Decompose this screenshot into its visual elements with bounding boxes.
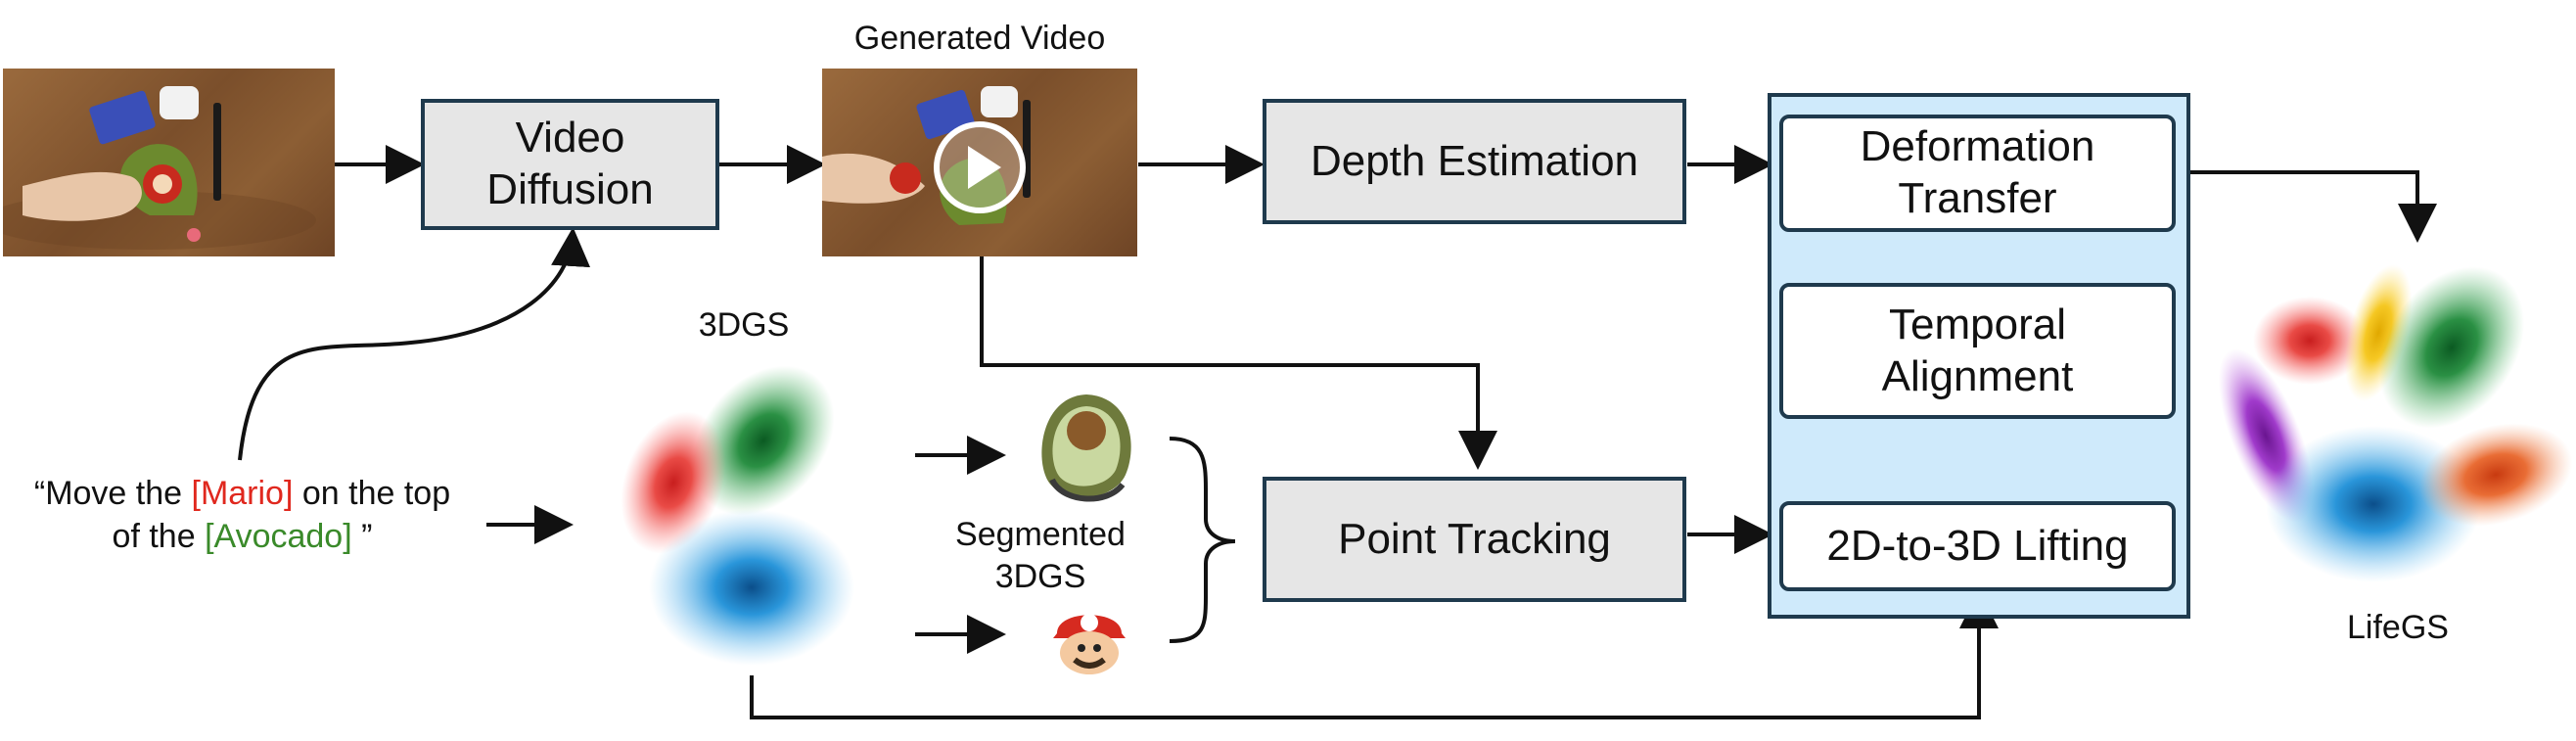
arrow-video-to-tracking [980, 256, 1497, 470]
temporal-label-line1: Temporal [1889, 300, 2066, 348]
video-diffusion-label-line1: Video [515, 114, 625, 162]
prompt-avocado: [Avocado] [205, 518, 352, 556]
prompt-middle: on the top [293, 475, 451, 512]
deformation-transfer-box: Deformation Transfer [1779, 115, 2176, 232]
prompt-line1: “Move the [Mario] on the top [0, 472, 484, 515]
depth-estimation-box: Depth Estimation [1263, 99, 1686, 224]
lifting-label: 2D-to-3D Lifting [1826, 521, 2129, 570]
temporal-label-line2: Alignment [1881, 351, 2074, 400]
deformation-label-line2: Transfer [1898, 174, 2057, 222]
prompt-close: ” [351, 518, 373, 556]
mario-icon [1053, 614, 1126, 674]
video-diffusion-box: Video Diffusion [421, 99, 719, 230]
blob-green [692, 365, 835, 516]
prompt-open: “Move the [33, 475, 192, 512]
lifegs-blob-green [2378, 266, 2525, 429]
2d-to-3d-lifting-box: 2D-to-3D Lifting [1779, 501, 2176, 591]
input-scene-illustration [3, 86, 316, 250]
lifegs-blob-orange [2418, 423, 2573, 527]
blob-red [621, 411, 726, 554]
blob-blue [649, 509, 854, 666]
prompt-line2-start: of the [112, 518, 206, 556]
3dgs-blobs [621, 365, 854, 666]
segmented-label-line2: 3DGS [994, 557, 1086, 595]
lifegs-label: LifeGS [2347, 609, 2449, 646]
deformation-label-line1: Deformation [1860, 122, 2095, 171]
prompt-mario: [Mario] [191, 475, 294, 512]
temporal-alignment-box: Temporal Alignment [1779, 283, 2176, 419]
play-icon[interactable] [931, 118, 1029, 216]
arrow-3dgs-to-lifting [750, 589, 1999, 719]
arrow-prompt-to-diffusion [238, 227, 591, 461]
prompt-text: “Move the [Mario] on the top of the [Avo… [0, 472, 484, 558]
avocado-icon [1041, 394, 1131, 502]
segmented-label-line1: Segmented [955, 516, 1126, 553]
generated-video-frame[interactable] [822, 69, 1137, 256]
prompt-line2: of the [Avocado] ” [0, 515, 484, 558]
point-tracking-box: Point Tracking [1263, 477, 1686, 602]
depth-estimation-label: Depth Estimation [1310, 136, 1639, 185]
3dgs-label: 3DGS [698, 306, 790, 344]
lifegs-blobs [2218, 264, 2573, 582]
video-diffusion-label-line2: Diffusion [486, 165, 654, 213]
segmented-brace [1169, 437, 1236, 643]
segmented-3dgs-label: Segmented 3DGS [938, 514, 1143, 597]
input-scene-photo [3, 69, 335, 256]
arrow-deformation-to-lifegs [2179, 170, 2437, 243]
generated-video-label: Generated Video [853, 20, 1106, 57]
point-tracking-label: Point Tracking [1338, 514, 1611, 563]
lifegs-blob-red [2253, 297, 2367, 385]
